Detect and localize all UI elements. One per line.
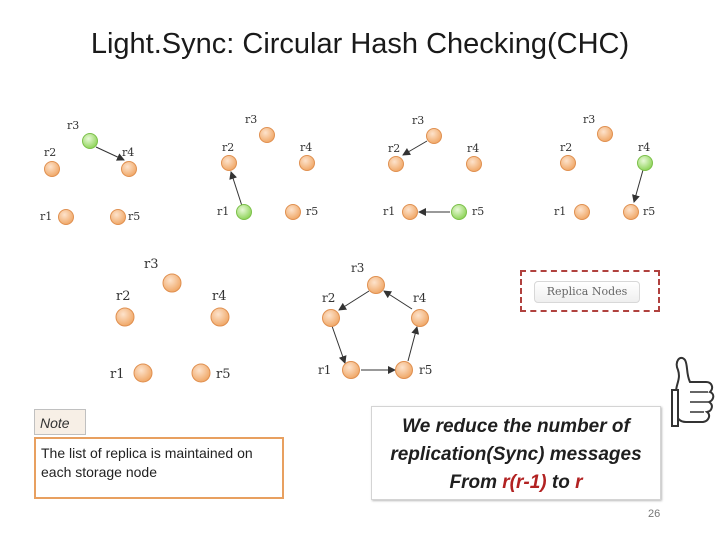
diagram-6: r3 r2 r4 r1 r5 bbox=[318, 261, 432, 379]
arrow-r5-r4 bbox=[407, 326, 420, 362]
label-r3: r3 bbox=[412, 114, 424, 127]
label-r1: r1 bbox=[318, 363, 331, 377]
note-heading: Note bbox=[34, 409, 86, 435]
node-r1 bbox=[574, 204, 590, 220]
diagram-1: r3 r2 r4 r1 r5 bbox=[40, 119, 140, 225]
note-body: The list of replica is maintained on eac… bbox=[34, 437, 284, 499]
node-r3 bbox=[426, 128, 442, 144]
node-r3 bbox=[259, 127, 275, 143]
label-r1: r1 bbox=[217, 205, 229, 218]
arrow-r3-r2 bbox=[338, 290, 370, 311]
label-r2: r2 bbox=[222, 141, 234, 154]
node-r2 bbox=[322, 309, 340, 327]
arrow-r1-r2 bbox=[229, 171, 243, 207]
label-r3: r3 bbox=[67, 119, 79, 132]
legend-box: Replica Nodes bbox=[520, 270, 660, 312]
diagram-4: r3 r2 r4 r1 r5 bbox=[554, 113, 655, 220]
label-r1: r1 bbox=[554, 205, 566, 218]
arrow-r3-r4 bbox=[95, 146, 125, 161]
arrow-r4-r5 bbox=[632, 169, 644, 203]
label-r2: r2 bbox=[116, 289, 131, 304]
diagram-3: r3 r2 r4 r1 r5 bbox=[383, 114, 484, 220]
node-r2 bbox=[388, 156, 404, 172]
page-number: 26 bbox=[648, 508, 661, 520]
label-r5: r5 bbox=[643, 205, 655, 218]
node-r5 bbox=[395, 361, 413, 379]
node-r1 bbox=[133, 363, 153, 383]
label-r3: r3 bbox=[144, 257, 159, 272]
note-box: Note The list of replica is maintained o… bbox=[34, 409, 284, 499]
callout-line-1: We reduce the number of bbox=[402, 416, 630, 437]
node-r1 bbox=[402, 204, 418, 220]
label-r4: r4 bbox=[212, 289, 227, 304]
node-r3 bbox=[82, 133, 98, 149]
label-r4: r4 bbox=[467, 142, 479, 155]
label-r2: r2 bbox=[560, 141, 572, 154]
arrow-r3-r2 bbox=[402, 140, 428, 156]
label-r3: r3 bbox=[351, 261, 364, 275]
label-r2: r2 bbox=[388, 142, 400, 155]
node-r3 bbox=[367, 276, 385, 294]
node-r3 bbox=[162, 273, 182, 293]
node-r4 bbox=[299, 155, 315, 171]
node-r1 bbox=[236, 204, 252, 220]
label-r5: r5 bbox=[472, 205, 484, 218]
arrow-r2-r1 bbox=[331, 325, 347, 364]
node-r5 bbox=[451, 204, 467, 220]
node-r1 bbox=[342, 361, 360, 379]
node-r5 bbox=[110, 209, 126, 225]
label-r1: r1 bbox=[110, 367, 125, 382]
node-r2 bbox=[44, 161, 60, 177]
node-r4 bbox=[466, 156, 482, 172]
callout-from: From bbox=[449, 472, 503, 493]
node-r5 bbox=[285, 204, 301, 220]
arrow-r4-r3 bbox=[383, 290, 413, 310]
node-r4 bbox=[210, 307, 230, 327]
label-r5: r5 bbox=[419, 363, 432, 377]
node-r1 bbox=[58, 209, 74, 225]
label-r4: r4 bbox=[413, 291, 427, 305]
node-r2 bbox=[560, 155, 576, 171]
label-r4: r4 bbox=[638, 141, 650, 154]
callout-line-2: replication(Sync) messages bbox=[390, 444, 642, 465]
callout-box: We reduce the number of replication(Sync… bbox=[371, 406, 661, 500]
callout-line-3: From r(r-1) to r bbox=[372, 469, 660, 497]
label-r5: r5 bbox=[306, 205, 318, 218]
label-r2: r2 bbox=[322, 291, 335, 305]
label-r4: r4 bbox=[122, 146, 134, 159]
node-r4 bbox=[637, 155, 653, 171]
node-r4 bbox=[121, 161, 137, 177]
label-r1: r1 bbox=[40, 210, 52, 223]
node-r5 bbox=[623, 204, 639, 220]
node-r2 bbox=[221, 155, 237, 171]
slide-title: Light.Sync: Circular Hash Checking(CHC) bbox=[90, 28, 630, 60]
diagram-2: r3 r2 r4 r1 r5 bbox=[217, 113, 318, 220]
legend-replica-nodes: Replica Nodes bbox=[534, 281, 640, 303]
callout-r: r bbox=[575, 472, 583, 493]
node-r2 bbox=[115, 307, 135, 327]
diagram-5: r3 r2 r4 r1 r5 bbox=[110, 257, 231, 383]
callout-r-r-minus-1: r(r-1) bbox=[502, 472, 547, 493]
label-r3: r3 bbox=[583, 113, 595, 126]
node-r3 bbox=[597, 126, 613, 142]
label-r5: r5 bbox=[216, 367, 231, 382]
callout-to: to bbox=[546, 472, 576, 493]
label-r4: r4 bbox=[300, 141, 312, 154]
node-r5 bbox=[191, 363, 211, 383]
thumbs-up-icon bbox=[671, 356, 715, 427]
node-r4 bbox=[411, 309, 429, 327]
label-r2: r2 bbox=[44, 146, 56, 159]
label-r3: r3 bbox=[245, 113, 257, 126]
label-r1: r1 bbox=[383, 205, 395, 218]
label-r5: r5 bbox=[128, 210, 140, 223]
